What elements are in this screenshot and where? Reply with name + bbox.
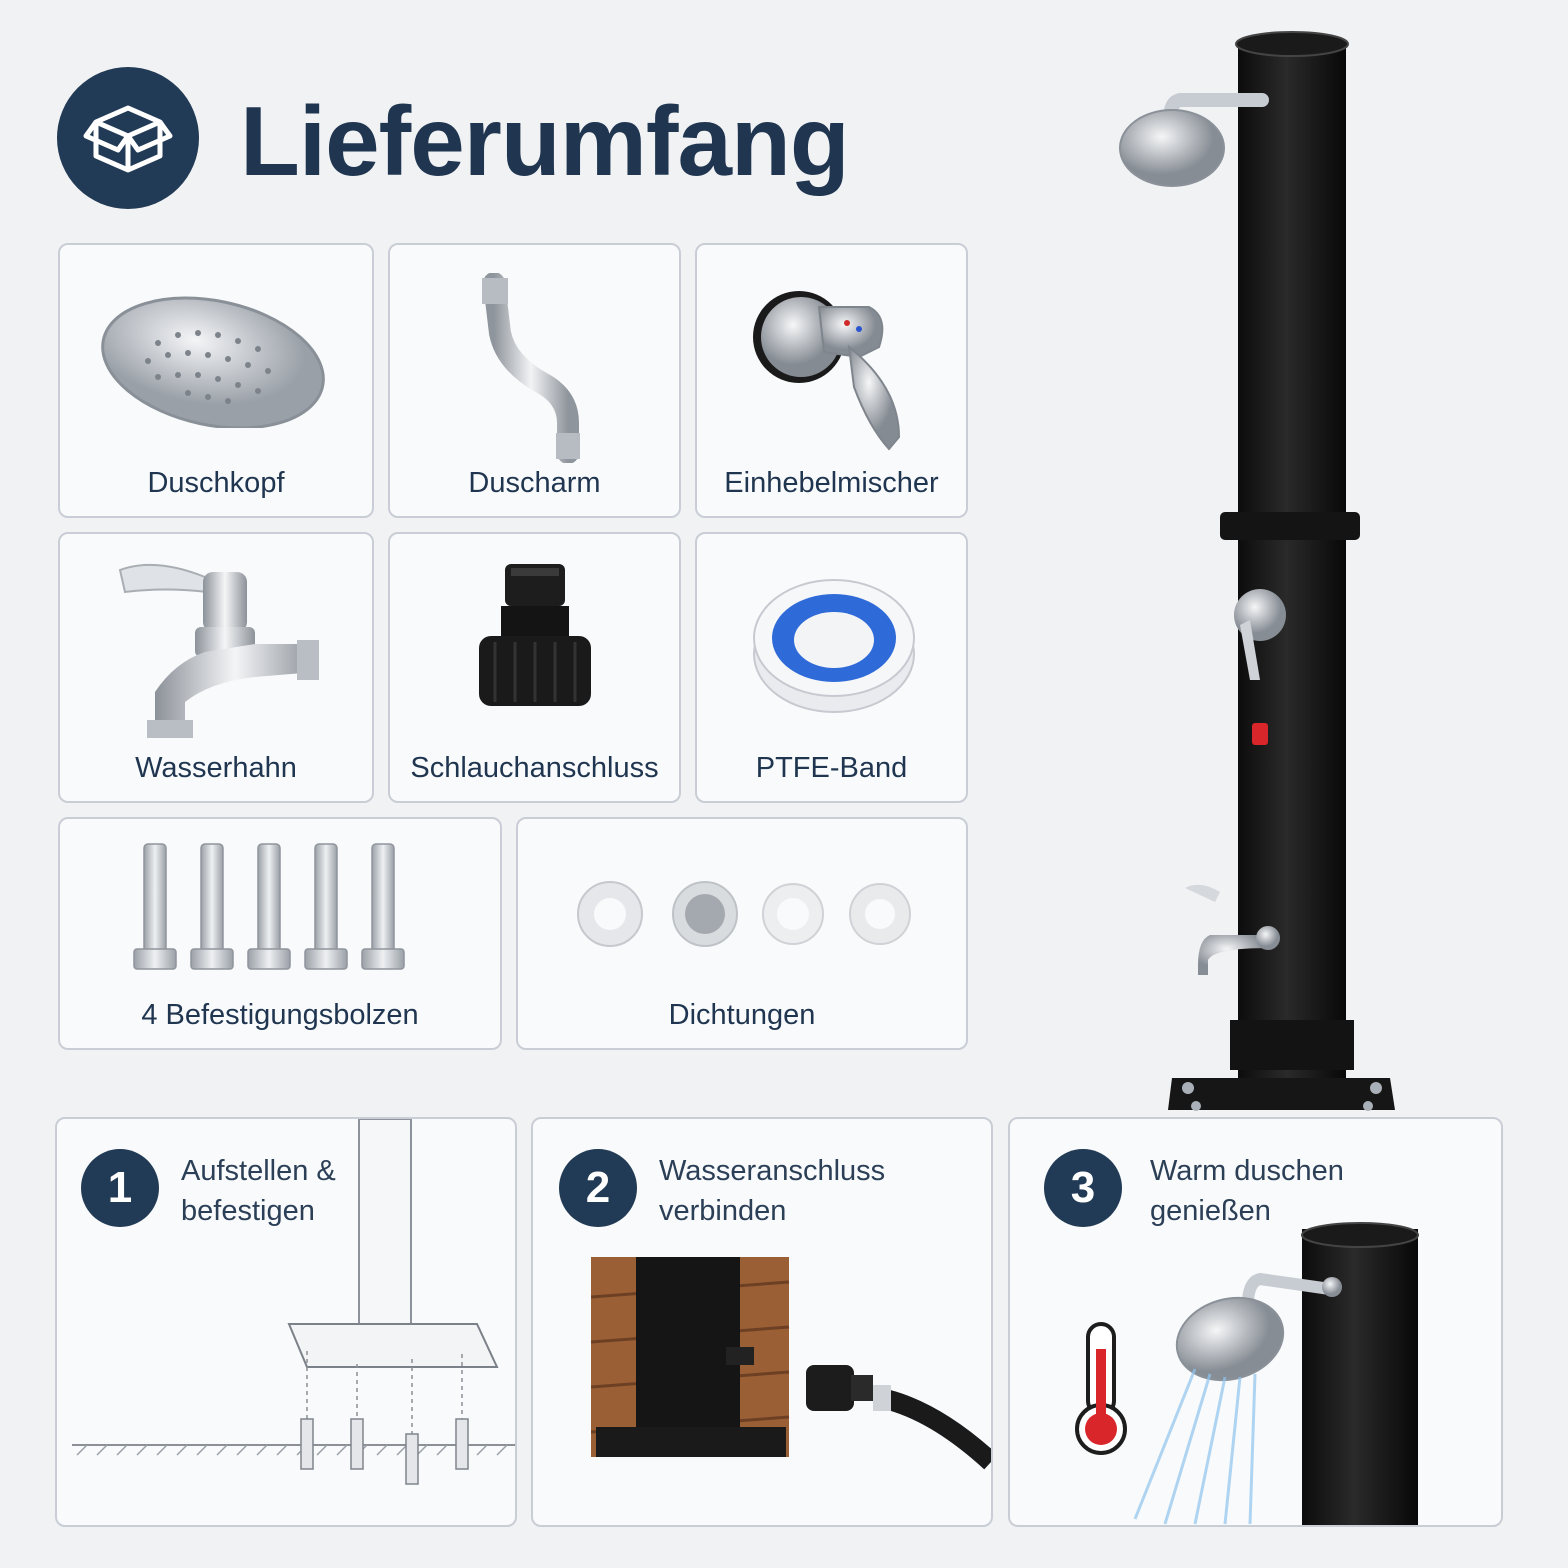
hose-connection-icon [591,1257,991,1470]
step-number: 1 [81,1149,159,1227]
item-label: Dichtungen [668,999,816,1031]
step-text: Wasseranschluss verbinden [659,1155,886,1227]
item-label: 4 Befestigungsbolzen [141,999,419,1031]
shower-in-use-image [1133,1222,1419,1525]
water-tap-icon [118,563,319,738]
item-card-ptfe-tape: PTFE-Band [695,532,968,803]
open-box-icon [83,105,173,173]
step-number: 2 [559,1149,637,1227]
mounting-diagram-icon [72,1119,515,1485]
solar-shower-image [1119,31,1395,1111]
item-card-shower-head: Duschkopf [58,243,374,518]
item-label: Schlauchanschluss [410,752,659,784]
step-number: 3 [1044,1149,1122,1227]
item-label: Duschkopf [147,467,285,499]
hose-connector-icon [479,564,591,706]
gaskets-icon [577,881,911,947]
step-card-1: 1 Aufstellen & befestigen [55,1117,517,1527]
item-label: Duscharm [468,467,601,499]
thermometer-icon [1075,1322,1127,1455]
item-card-tap: Wasserhahn [58,532,374,803]
page-title: Lieferumfang [240,86,850,196]
item-card-hose-connector: Schlauchanschluss [388,532,681,803]
shower-arm-icon [482,273,580,463]
item-label: Einhebelmischer [724,467,939,499]
step-card-3: 3 Warm duschen genießen [1008,1117,1503,1527]
ptfe-tape-icon [753,579,915,713]
item-card-gaskets: Dichtungen [516,817,968,1050]
item-label: PTFE-Band [755,752,908,784]
step-card-2: 2 Wasseranschluss verbinden [531,1117,993,1527]
item-label: Wasserhahn [135,752,297,784]
item-card-shower-arm: Duscharm [388,243,681,518]
item-card-bolts: 4 Befestigungsbolzen [58,817,502,1050]
shower-head-icon [101,296,325,428]
single-lever-mixer-icon [753,291,901,451]
item-card-mixer: Einhebelmischer [695,243,968,518]
box-badge [57,67,199,209]
step-text: Warm duschen genießen [1150,1155,1344,1227]
step-text: Aufstellen & befestigen [181,1155,336,1227]
bolts-icon [133,843,405,970]
